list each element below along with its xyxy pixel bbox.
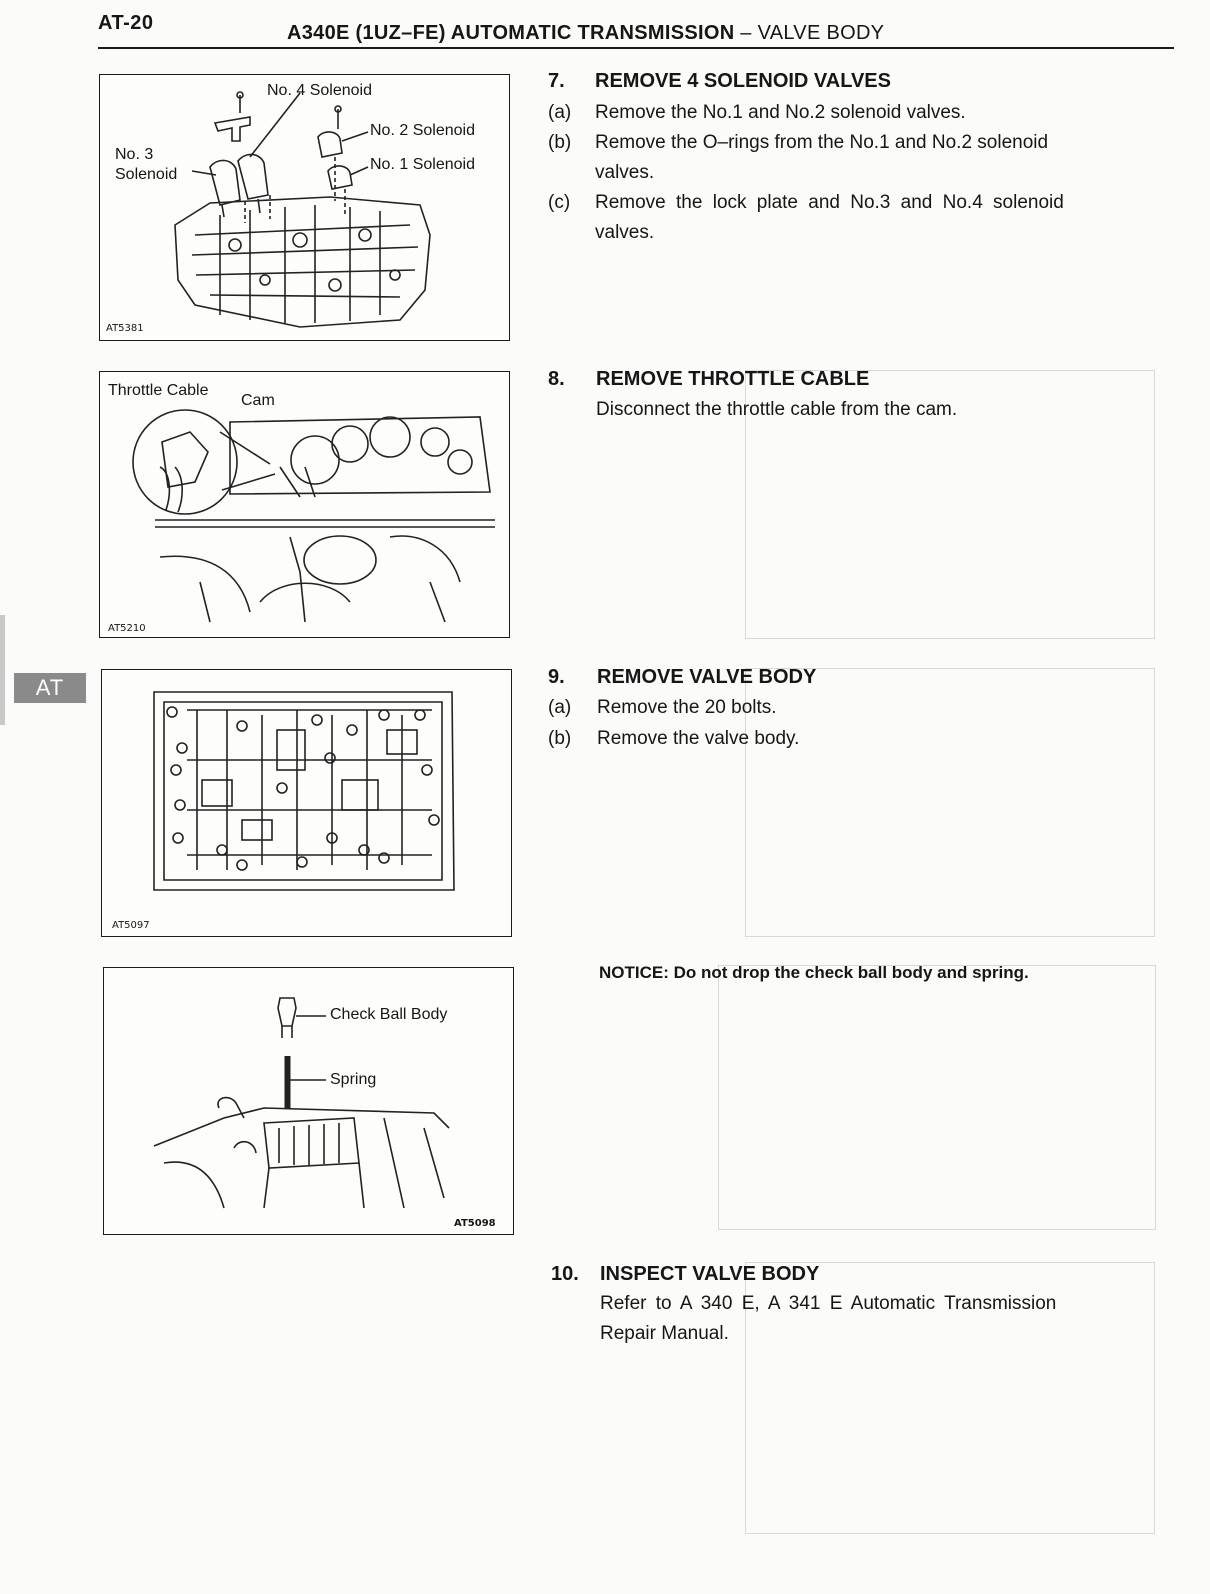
figure-code: AT5210: [108, 623, 146, 634]
section-tab: AT: [14, 673, 86, 703]
step-7c-label: (c): [548, 192, 571, 213]
figure-code: AT5098: [454, 1218, 496, 1229]
label-cam: Cam: [241, 392, 275, 409]
step-9b-text: Remove the valve body.: [597, 728, 800, 749]
bleed-through-frame: [745, 1262, 1155, 1534]
page-number: AT-20: [98, 12, 154, 34]
figure-throttle-cable: Throttle Cable Cam AT5210: [99, 371, 510, 638]
label-check-ball-body: Check Ball Body: [330, 1006, 448, 1023]
label-spring: Spring: [330, 1071, 377, 1088]
step-10-number: 10.: [551, 1263, 579, 1285]
step-7-heading: REMOVE 4 SOLENOID VALVES: [595, 70, 891, 92]
bleed-through-frame: [745, 370, 1155, 639]
bleed-through-frame: [718, 965, 1156, 1230]
step-7c-text: Remove the lock plate and No.3 and No.4 …: [595, 192, 1064, 213]
manual-title: A340E (1UZ–FE) AUTOMATIC TRANSMISSION: [287, 22, 735, 44]
step-9-number: 9.: [548, 666, 565, 688]
step-8-number: 8.: [548, 368, 565, 390]
page-edge-shadow: [0, 615, 5, 725]
step-8-text: Disconnect the throttle cable from the c…: [596, 399, 958, 420]
step-7b-label: (b): [548, 132, 572, 153]
header-rule: [98, 47, 1174, 49]
section-title: – VALVE BODY: [740, 22, 885, 44]
label-no2-solenoid: No. 2 Solenoid: [370, 122, 475, 139]
running-title: A340E (1UZ–FE) AUTOMATIC TRANSMISSION – …: [287, 22, 884, 45]
check-ball-illustration: [153, 997, 450, 1209]
bleed-through-frame: [745, 668, 1155, 937]
valve-body-bolts-illustration: [153, 691, 455, 891]
step-9b-label: (b): [548, 728, 572, 749]
step-8-heading: REMOVE THROTTLE CABLE: [596, 368, 870, 390]
step-10-text-cont: Repair Manual.: [600, 1323, 729, 1344]
figure-code: AT5381: [106, 323, 144, 334]
figure-code: AT5097: [112, 920, 150, 931]
label-no4-solenoid: No. 4 Solenoid: [267, 82, 372, 99]
step-9a-label: (a): [548, 697, 572, 718]
step-7b-text: Remove the O–rings from the No.1 and No.…: [595, 132, 1049, 153]
step-10-heading: INSPECT VALVE BODY: [600, 1263, 820, 1285]
step-7c-text-cont: valves.: [595, 222, 655, 243]
step-9-heading: REMOVE VALVE BODY: [597, 666, 817, 688]
step-7a-text: Remove the No.1 and No.2 solenoid valves…: [595, 102, 966, 123]
step-10-text: Refer to A 340 E, A 341 E Automatic Tran…: [600, 1293, 1057, 1314]
label-no1-solenoid: No. 1 Solenoid: [370, 156, 475, 173]
throttle-cable-illustration: [132, 409, 495, 623]
label-throttle-cable: Throttle Cable: [108, 382, 209, 399]
figure-check-ball: Check Ball Body Spring AT5098: [103, 967, 514, 1235]
solenoid-valves-illustration: [174, 91, 431, 328]
label-no3-solenoid: No. 3 Solenoid: [115, 146, 178, 183]
step-9a-text: Remove the 20 bolts.: [597, 697, 777, 718]
step-7a-label: (a): [548, 102, 572, 123]
notice-check-ball: NOTICE: Do not drop the check ball body …: [599, 963, 1029, 982]
step-7b-text-cont: valves.: [595, 162, 655, 183]
step-7-number: 7.: [548, 70, 565, 92]
figure-valve-body-bolts: AT5097: [101, 669, 512, 937]
figure-solenoid-valves: No. 4 Solenoid No. 2 Solenoid No. 1 Sole…: [99, 74, 510, 341]
